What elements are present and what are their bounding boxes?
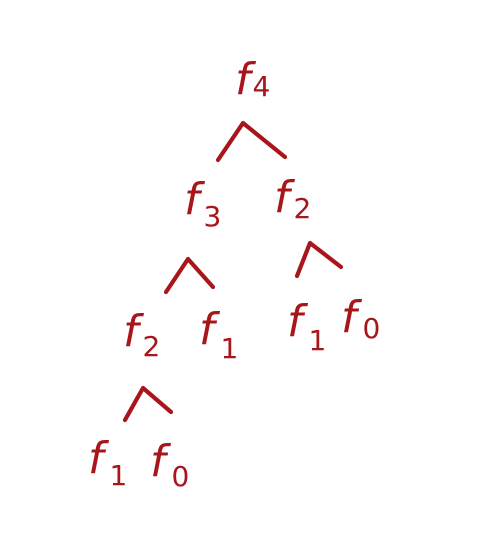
node-f2-right-sub: 2 (294, 192, 312, 225)
node-f2-under-f3-sub: 2 (143, 330, 161, 363)
node-f1-leaf-sub: 1 (110, 459, 128, 492)
node-f1-under-f3-sub: 1 (221, 332, 239, 365)
node-f0-leaf-base: f (150, 436, 172, 487)
node-f0-leaf-sub: 0 (172, 460, 190, 493)
node-f1-leaf-base: f (88, 433, 110, 484)
node-f1-under-f2-right-base: f (287, 296, 309, 347)
node-f1-under-f3-base: f (199, 304, 221, 355)
node-f1-under-f2-right-sub: 1 (309, 324, 327, 357)
node-f3-sub: 3 (204, 200, 222, 233)
branch-f3-children (163, 256, 216, 295)
branch-f4-children (215, 120, 288, 163)
node-f4-sub: 4 (253, 70, 271, 103)
node-f0-under-f2-right-sub: 0 (363, 312, 381, 345)
node-f4-root: f4 (235, 54, 270, 105)
node-f0-under-f2-right-base: f (341, 292, 363, 343)
branch-f2-under-f3-children (122, 385, 174, 423)
branch-f2-right-children (294, 240, 344, 279)
